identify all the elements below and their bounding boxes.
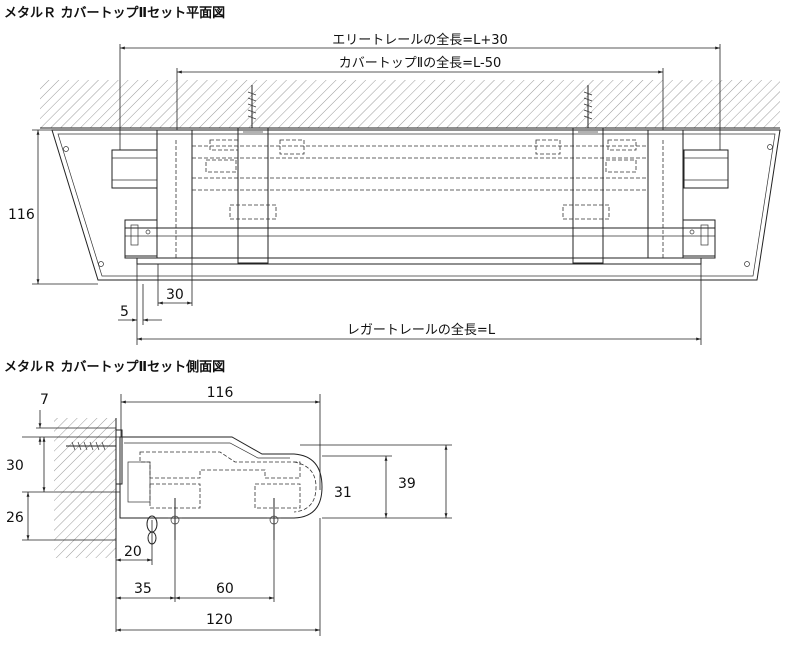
legato-rail	[124, 227, 716, 259]
side-view-title: メタルＲ カバートップⅡセット側面図	[4, 359, 225, 375]
plan-dim-30: 30	[166, 287, 184, 303]
side-dim-20: 20	[124, 544, 142, 560]
plan-view: エリートレールの全長=L+30 カバートップⅡの全長=L-50 116 30 5…	[8, 32, 781, 345]
legato-rail-length-label: レガートレールの全長=L	[347, 322, 496, 338]
wall-hatch	[54, 418, 116, 558]
cover-plate-left	[156, 129, 193, 259]
bracket-left	[205, 85, 305, 264]
cover-top-profile	[119, 436, 323, 519]
runner-hook-left	[168, 498, 182, 540]
runner-hook-right	[267, 498, 281, 540]
side-dim-31: 31	[334, 485, 352, 501]
plan-view-title: メタルＲ カバートップⅡセット平面図	[4, 6, 225, 21]
cover-plate-right	[647, 129, 684, 259]
cover-top-length-label: カバートップⅡの全長=L-50	[339, 55, 502, 71]
side-dim-39: 39	[398, 476, 416, 492]
side-dim-7: 7	[40, 392, 49, 408]
side-dim-26: 26	[6, 510, 24, 526]
side-dim-35: 35	[134, 581, 152, 597]
side-dim-30: 30	[6, 458, 24, 474]
plan-dim-116: 116	[8, 207, 35, 223]
ceiling-hatch	[40, 80, 780, 128]
side-dim-60: 60	[216, 581, 234, 597]
bracket-right	[535, 85, 637, 264]
side-dim-120: 120	[206, 612, 233, 628]
elite-rail-length-label: エリートレールの全長=L+30	[332, 32, 508, 48]
side-dim-116: 116	[207, 385, 234, 401]
side-view: 116 7 30 26 31 39 20 35 60	[6, 385, 452, 636]
plan-dim-5: 5	[120, 304, 129, 320]
cover-box-outline	[51, 129, 781, 281]
